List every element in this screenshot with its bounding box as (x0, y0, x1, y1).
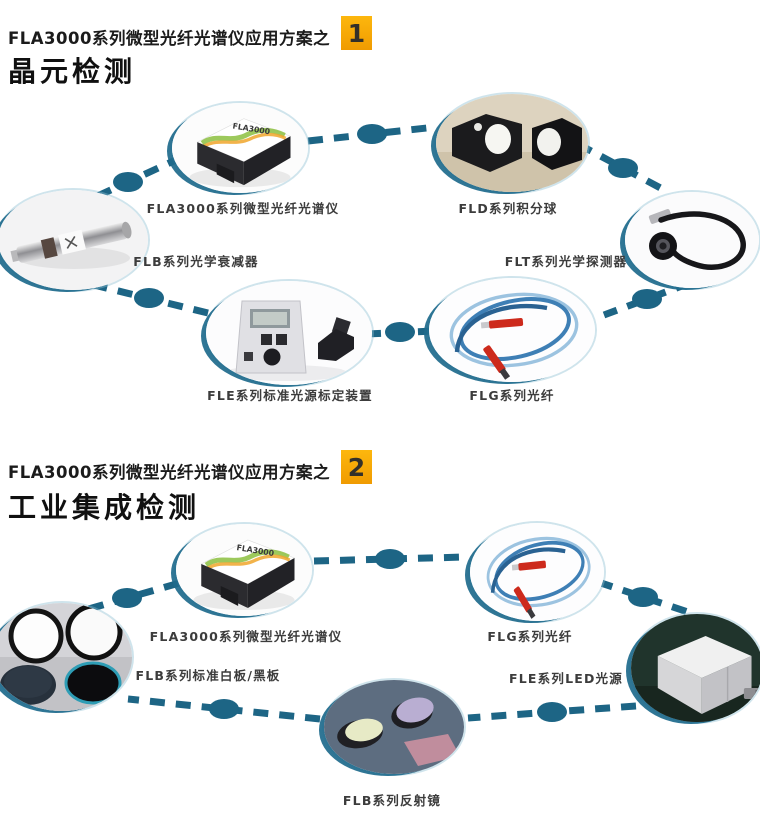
mirror-photo (324, 680, 464, 774)
node-optical-detector (625, 192, 759, 288)
label-optical-fiber-2: FLG系列光纤 (487, 629, 573, 644)
node-led-source (631, 614, 760, 722)
optical-fiber-photo (429, 278, 595, 382)
label-optical-attenuator: FLB系列光学衰减器 (133, 254, 259, 269)
node-calibration-device (206, 281, 372, 385)
label-spectrometer-2: FLA3000系列微型光纤光谱仪 (149, 629, 343, 644)
label-spectrometer-1: FLA3000系列微型光纤光谱仪 (146, 201, 340, 216)
node-optical-fiber-2 (470, 523, 604, 621)
standard-boards-photo (0, 603, 132, 711)
optical-attenuator-photo (0, 190, 148, 290)
node-standard-boards (0, 603, 132, 711)
section1-header-title: FLA3000系列微型光纤光谱仪应用方案之 (8, 29, 330, 48)
node-integrating-sphere (436, 94, 588, 192)
node-mirror (324, 680, 464, 774)
node-optical-fiber-1 (429, 278, 595, 382)
label-integrating-sphere: FLD系列积分球 (458, 201, 558, 216)
led-source-photo (631, 614, 760, 722)
section1-number-badge: 1 (341, 16, 372, 50)
label-led-source: FLE系列LED光源 (509, 671, 623, 686)
node-spectrometer-1: FLA3000 (172, 103, 308, 193)
node-spectrometer-2: FLA3000 (176, 524, 312, 616)
section2-subtitle: 工业集成检测 (8, 491, 201, 524)
optical-detector-photo (625, 192, 759, 288)
section1-subtitle: 晶元检测 (8, 55, 137, 88)
label-optical-detector: FLT系列光学探测器 (504, 254, 628, 269)
node-optical-attenuator (0, 190, 148, 290)
section2-number-badge: 2 (341, 450, 372, 484)
optical-fiber-photo (470, 523, 604, 621)
label-optical-fiber-1: FLG系列光纤 (469, 388, 555, 403)
label-calibration-device: FLE系列标准光源标定装置 (207, 388, 373, 403)
spectrometer-photo: FLA3000 (172, 103, 308, 193)
label-mirror: FLB系列反射镜 (342, 793, 442, 808)
spectrometer-photo: FLA3000 (176, 524, 312, 616)
integrating-sphere-photo (436, 94, 588, 192)
calibration-device-photo (206, 281, 372, 385)
section2-header-title: FLA3000系列微型光纤光谱仪应用方案之 (8, 463, 330, 482)
label-standard-boards: FLB系列标准白板/黑板 (135, 668, 281, 683)
